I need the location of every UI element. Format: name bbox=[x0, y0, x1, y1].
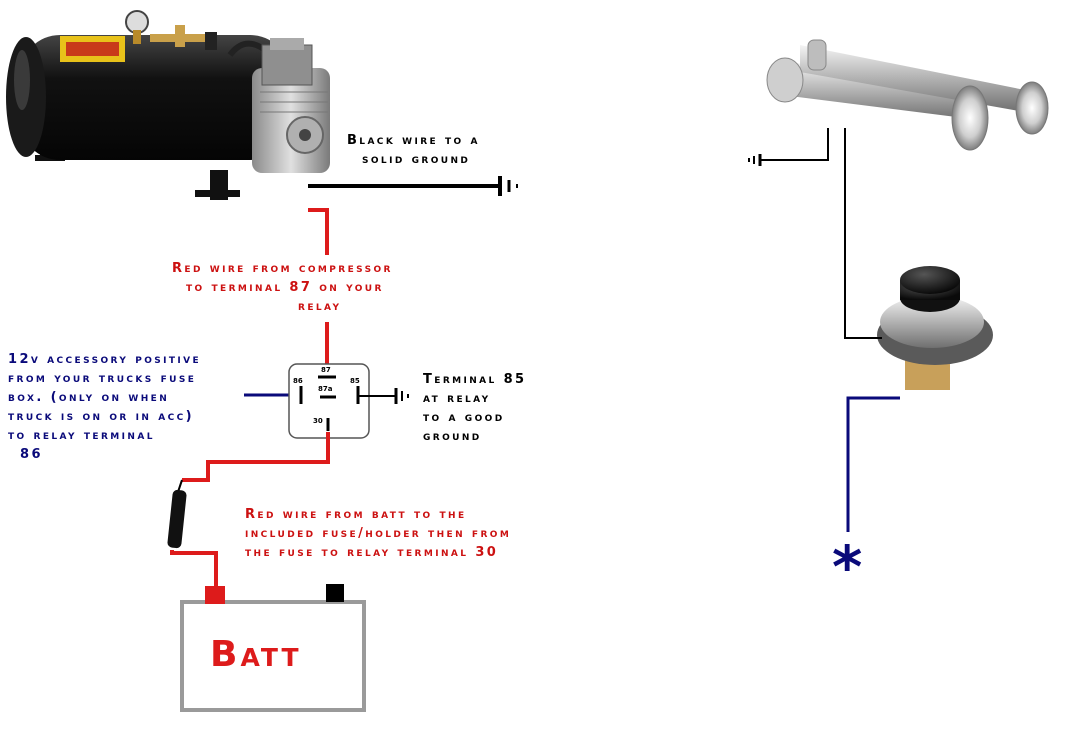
push-button-image bbox=[877, 266, 993, 390]
compressor-image bbox=[6, 10, 330, 200]
ground-symbol-compressor bbox=[498, 176, 518, 196]
battery-positive-terminal bbox=[205, 586, 225, 604]
battery-negative-terminal bbox=[326, 584, 344, 602]
label-red-wire-compressor: Red wire from compressor to terminal 87 … bbox=[172, 261, 393, 314]
red-wire-compressor bbox=[308, 208, 329, 255]
ground-symbol-horn bbox=[748, 154, 762, 166]
relay-pin-30: 30 bbox=[313, 417, 323, 425]
relay-pin-86: 86 bbox=[293, 377, 303, 385]
label-black-wire: Black wire to a solid ground bbox=[347, 133, 480, 167]
relay-pin-87: 87 bbox=[321, 366, 331, 374]
label-accessory-positive: 12v accessory positive from your trucks … bbox=[8, 352, 202, 462]
label-red-wire-battery: Red wire from batt to the included fuse/… bbox=[245, 507, 512, 560]
red-wire-relay-30 bbox=[182, 432, 330, 482]
relay-pin-85: 85 bbox=[350, 377, 360, 385]
air-horns-image bbox=[766, 39, 1049, 151]
blue-wire-button bbox=[846, 396, 900, 532]
relay: 87 87a 86 85 30 bbox=[288, 363, 370, 439]
label-terminal-85: Terminal 85 at relay to a good ground bbox=[423, 372, 527, 444]
fuse-holder bbox=[167, 479, 187, 549]
battery-label: Batt bbox=[210, 634, 302, 675]
relay-pin-87a: 87a bbox=[318, 385, 333, 393]
black-wire-horn-to-button bbox=[844, 128, 882, 339]
asterisk-marker: * bbox=[832, 533, 863, 601]
ground-symbol-terminal-85 bbox=[394, 388, 409, 404]
black-wire-horn-ground bbox=[760, 128, 829, 161]
red-wire-to-battery bbox=[170, 550, 218, 590]
battery bbox=[180, 584, 366, 712]
